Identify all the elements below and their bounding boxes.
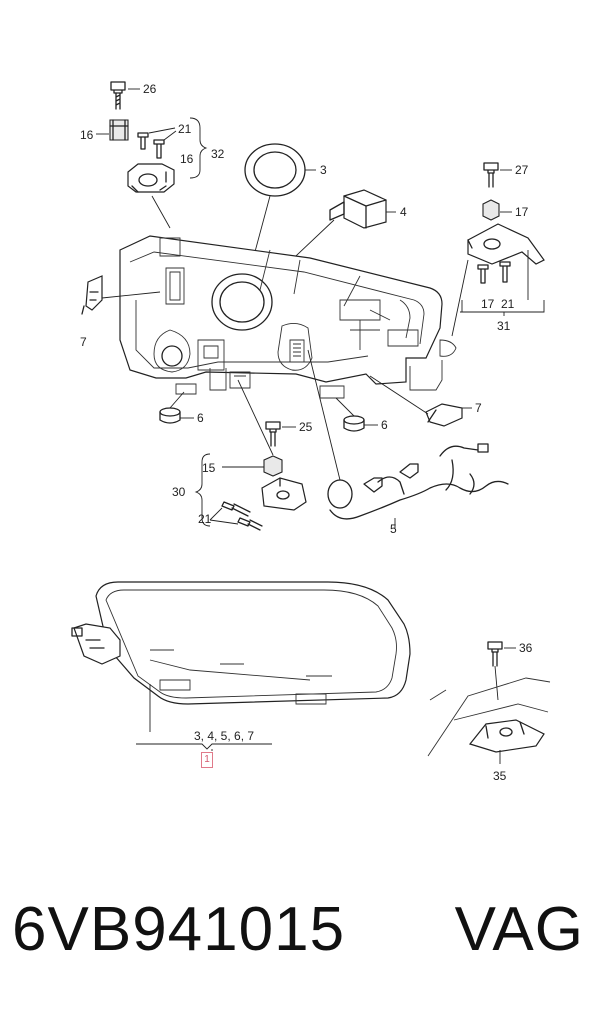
svg-text:31: 31 bbox=[497, 319, 511, 333]
svg-text:5: 5 bbox=[390, 522, 397, 536]
screws-17-21: 17 21 31 bbox=[460, 261, 545, 333]
svg-text:35: 35 bbox=[493, 769, 507, 783]
screws-21-lower: 21 bbox=[198, 501, 263, 531]
svg-text:7: 7 bbox=[475, 401, 482, 415]
body-panel-outline bbox=[427, 677, 551, 757]
actuator-4: 4 bbox=[329, 189, 407, 229]
nut-16: 16 bbox=[80, 119, 129, 142]
svg-text:7: 7 bbox=[80, 335, 87, 349]
headlamp-assembly-front bbox=[71, 581, 411, 705]
svg-text:17: 17 bbox=[481, 297, 495, 311]
screw-26: 26 bbox=[110, 81, 157, 110]
wiring-harness-5: 5 bbox=[327, 443, 509, 536]
sensor-7-right: 7 bbox=[425, 401, 482, 427]
svg-text:16: 16 bbox=[80, 128, 94, 142]
bracket-7-left: 7 bbox=[80, 275, 103, 349]
svg-text:6: 6 bbox=[381, 418, 388, 432]
bracket-30 bbox=[261, 477, 307, 511]
svg-text:16: 16 bbox=[180, 152, 194, 166]
screw-25: 25 bbox=[265, 420, 313, 447]
screw-36: 36 bbox=[487, 641, 533, 667]
grommet-6-right: 6 bbox=[343, 415, 388, 432]
svg-text:3, 4, 5, 6, 7: 3, 4, 5, 6, 7 bbox=[194, 729, 254, 743]
svg-text:15: 15 bbox=[202, 461, 216, 475]
bracket-31 bbox=[467, 223, 545, 265]
assembly-reference-number: 1 bbox=[201, 752, 213, 768]
footer: 6VB941015 VAG bbox=[0, 890, 600, 980]
headlamp-housing-rear bbox=[119, 235, 457, 399]
nut-17: 17 bbox=[482, 199, 529, 221]
svg-text:17: 17 bbox=[515, 205, 529, 219]
screws-21-pair: 21 bbox=[137, 122, 192, 159]
part-number-label: 6VB941015 bbox=[12, 895, 346, 964]
svg-text:3: 3 bbox=[320, 163, 327, 177]
nut-15: 15 bbox=[202, 455, 283, 477]
seal-ring-3: 3 bbox=[244, 143, 327, 197]
grommet-6-left: 6 bbox=[159, 407, 204, 425]
svg-text:21: 21 bbox=[178, 122, 192, 136]
exploded-parts-diagram: 26 16 21 16 32 3 4 bbox=[71, 81, 551, 783]
svg-text:21: 21 bbox=[198, 512, 212, 526]
svg-text:25: 25 bbox=[299, 420, 313, 434]
svg-text:30: 30 bbox=[172, 485, 186, 499]
svg-text:6: 6 bbox=[197, 411, 204, 425]
brand-label: VAG bbox=[454, 895, 584, 964]
bracket-32 bbox=[127, 163, 175, 193]
svg-text:27: 27 bbox=[515, 163, 529, 177]
bracket-35: 35 bbox=[468, 719, 545, 783]
svg-text:26: 26 bbox=[143, 82, 157, 96]
svg-text:36: 36 bbox=[519, 641, 533, 655]
screw-27: 27 bbox=[483, 162, 529, 188]
svg-text:4: 4 bbox=[400, 205, 407, 219]
svg-text:21: 21 bbox=[501, 297, 515, 311]
svg-text:32: 32 bbox=[211, 147, 225, 161]
